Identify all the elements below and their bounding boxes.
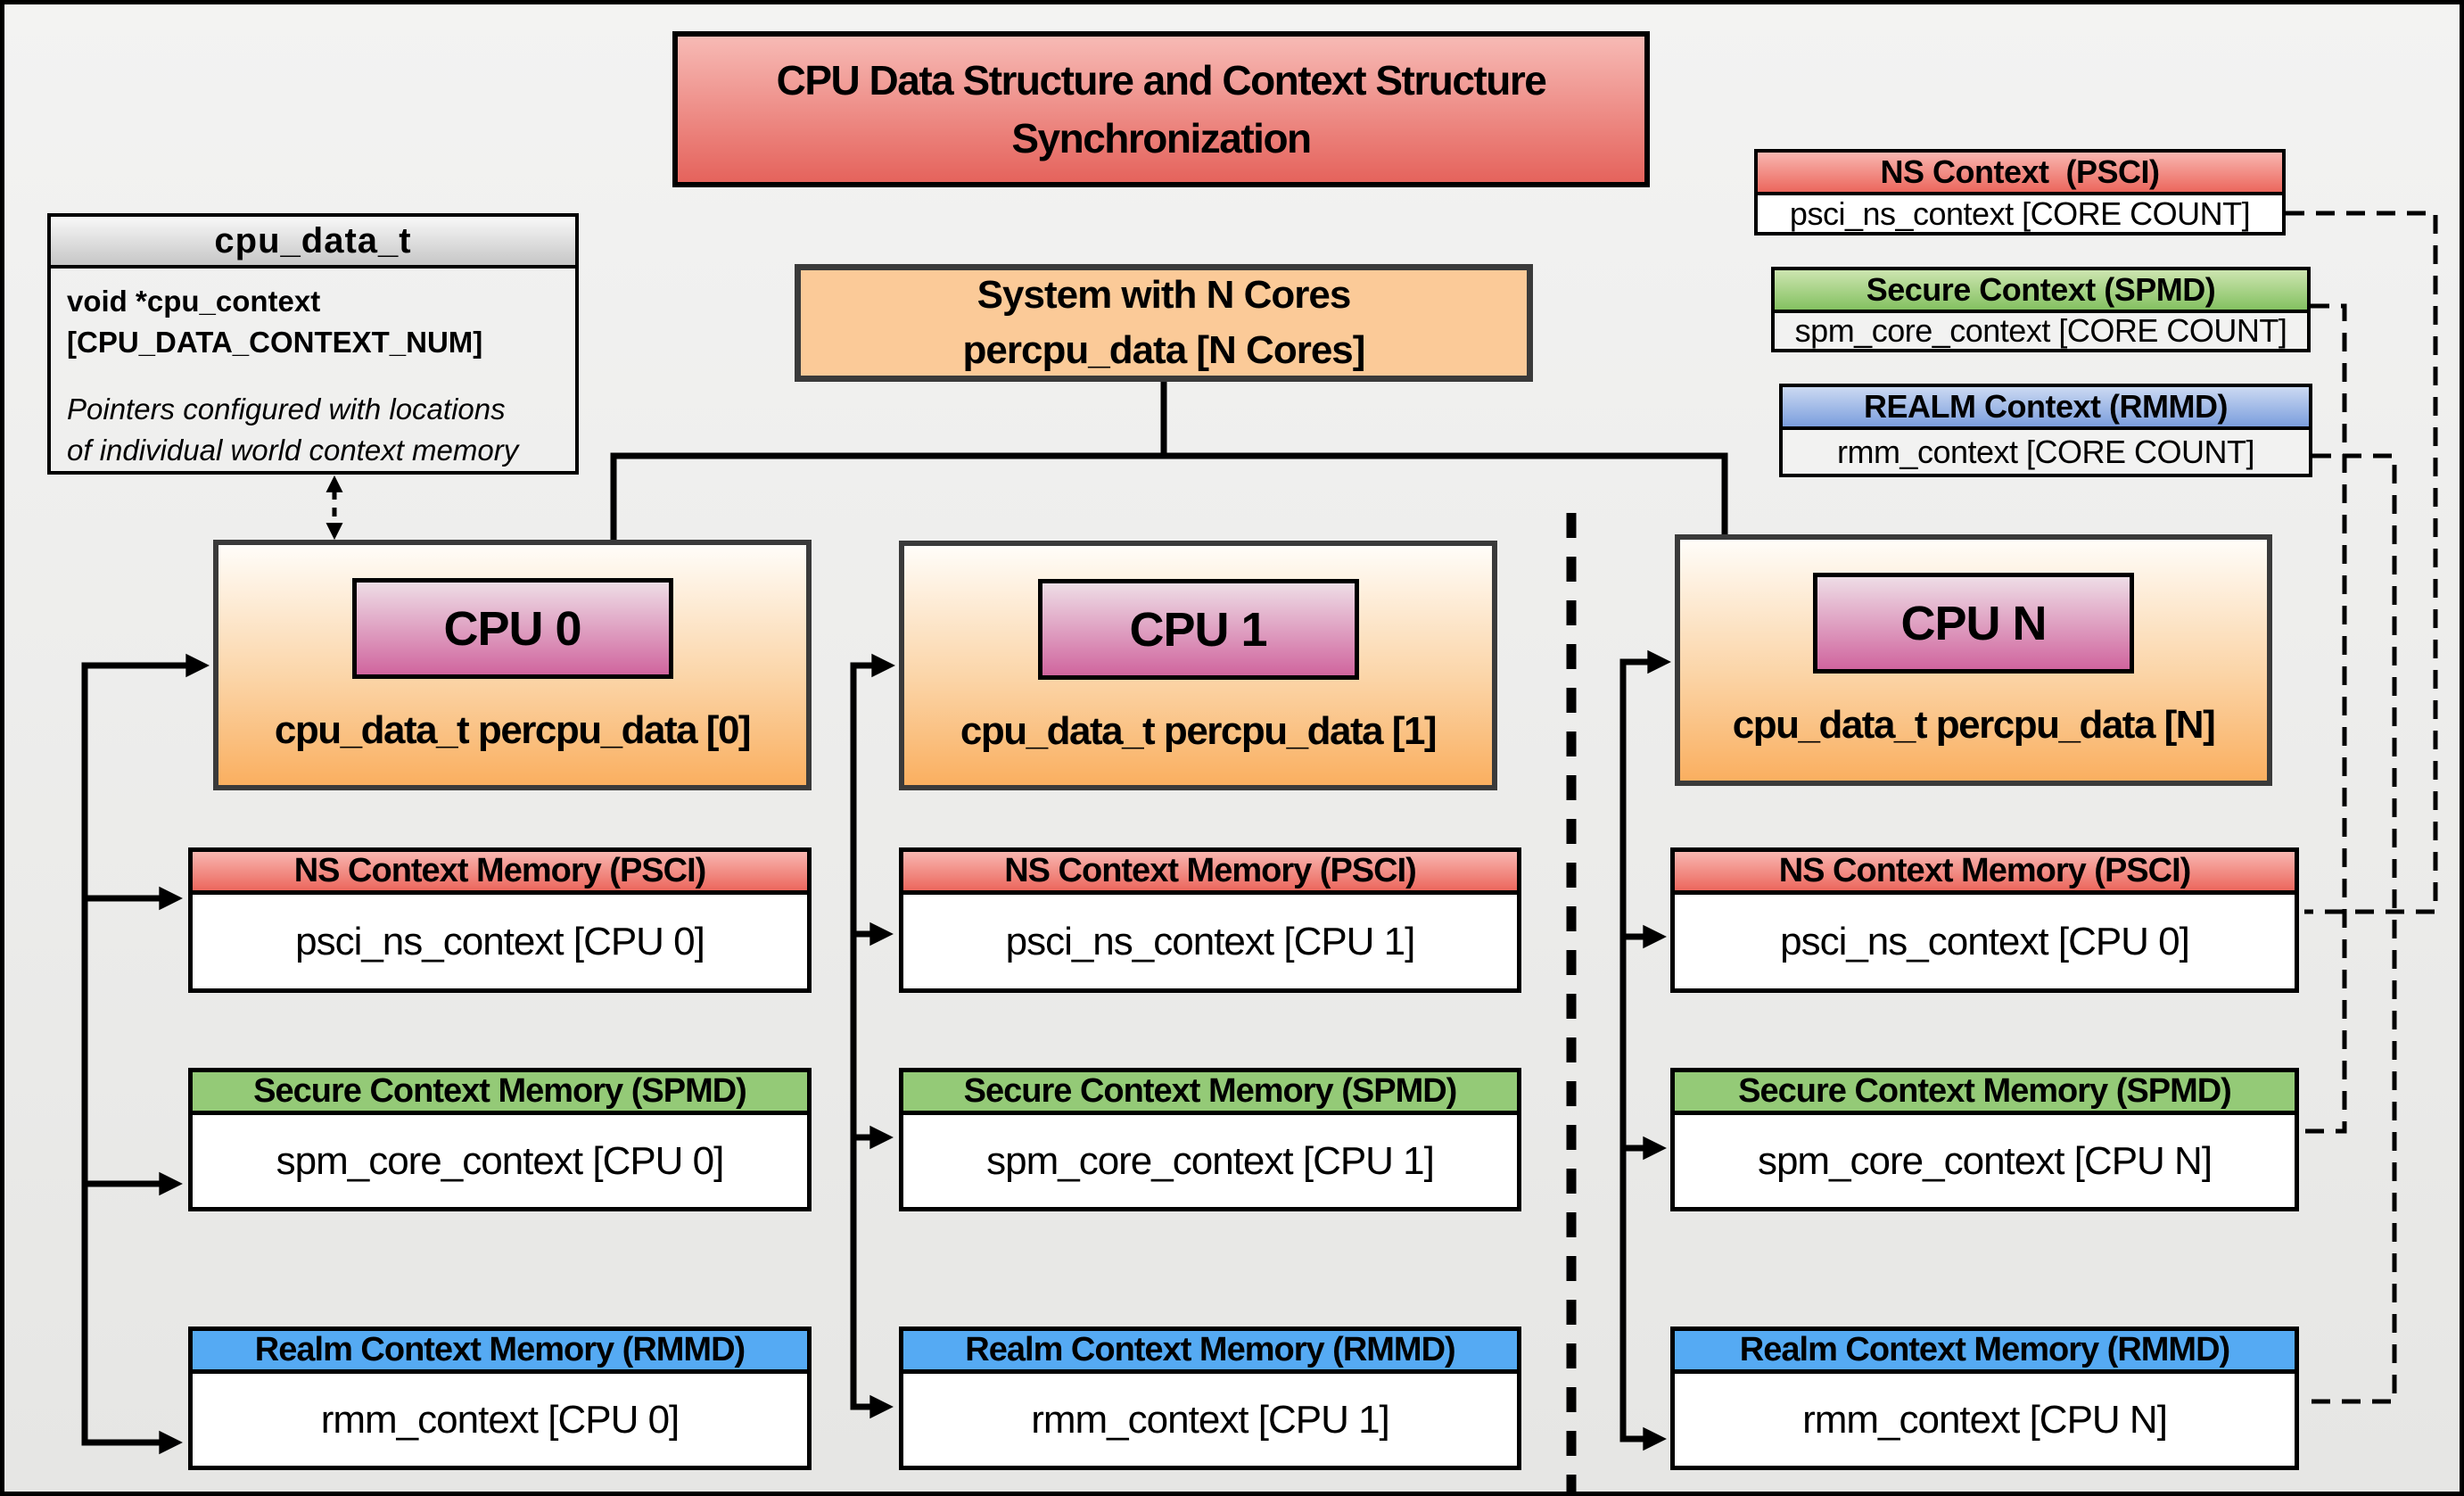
secure-legend-dashed-link [2304, 303, 2347, 1134]
cpun-ns-context-memory-header: NS Context Memory (PSCI) [1675, 852, 2295, 895]
cpu-data-struct-field-line1: void *cpu_context [67, 285, 321, 318]
cpu0-realm-context-memory-header: Realm Context Memory (RMMD) [193, 1331, 807, 1374]
system-box-line1: System with N Cores [977, 272, 1352, 317]
cpun-secure-context-memory-header: Secure Context Memory (SPMD) [1675, 1072, 2295, 1115]
cpun-ns-context-memory-box: NS Context Memory (PSCI) psci_ns_context… [1670, 847, 2299, 993]
cpu1-realm-context-memory-value: rmm_context [CPU 1] [1031, 1397, 1390, 1442]
cpu-data-struct-note-line2: of individual world context memory [67, 433, 519, 467]
ns-context-legend-box: NS Context (PSCI) psci_ns_context [CORE … [1754, 149, 2286, 236]
connector-layer [81, 211, 2438, 1492]
cpu0-ns-context-memory-box: NS Context Memory (PSCI) psci_ns_context… [188, 847, 812, 993]
realm-context-legend-value: rmm_context [CORE COUNT] [1783, 430, 2309, 474]
cpun-data-label: cpu_data_t percpu_data [N] [1732, 703, 2216, 747]
realm-context-legend-header: REALM Context (RMMD) [1783, 387, 2309, 430]
ns-legend-dashed-link [2286, 211, 2438, 914]
cpu1-ns-context-memory-value: psci_ns_context [CPU 1] [1005, 919, 1416, 963]
cpun-secure-context-memory-value: spm_core_context [CPU N] [1757, 1138, 2213, 1183]
cpu1-chip-label: CPU 1 [1037, 579, 1359, 680]
diagram-title-line1: CPU Data Structure and Context Structure [776, 57, 1547, 104]
cpu0-realm-context-memory-value: rmm_context [CPU 0] [320, 1397, 680, 1442]
cpu0-ns-context-memory-header: NS Context Memory (PSCI) [193, 852, 807, 895]
secure-context-legend-header: Secure Context (SPMD) [1775, 270, 2307, 313]
cpun-box: CPU N cpu_data_t percpu_data [N] [1675, 534, 2272, 786]
cpu1-box: CPU 1 cpu_data_t percpu_data [1] [899, 541, 1497, 790]
cpu-data-struct-body: void *cpu_context [CPU_DATA_CONTEXT_NUM]… [51, 269, 575, 470]
realm-context-legend-box: REALM Context (RMMD) rmm_context [CORE C… [1779, 384, 2312, 477]
cpu0-box: CPU 0 cpu_data_t percpu_data [0] [213, 540, 812, 790]
cpu0-ns-context-memory-value: psci_ns_context [CPU 0] [295, 919, 705, 963]
cpun-secure-context-memory-box: Secure Context Memory (SPMD) spm_core_co… [1670, 1068, 2299, 1211]
cpu1-secure-context-memory-header: Secure Context Memory (SPMD) [903, 1072, 1517, 1115]
cpu-data-struct-field-line2: [CPU_DATA_CONTEXT_NUM] [67, 325, 483, 359]
cpu-data-struct-header: cpu_data_t [51, 217, 575, 269]
cpu1-ns-context-memory-header: NS Context Memory (PSCI) [903, 852, 1517, 895]
system-box-line2: percpu_data [N Cores] [962, 328, 1366, 372]
cpu-data-struct-note-line1: Pointers configured with locations [67, 393, 506, 426]
cpun-chip-label: CPU N [1813, 573, 2134, 674]
diagram-title-line2: Synchronization [1011, 114, 1312, 161]
cpu1-realm-context-memory-box: Realm Context Memory (RMMD) rmm_context … [899, 1327, 1521, 1470]
cpu0-data-label: cpu_data_t percpu_data [0] [274, 708, 752, 752]
cpu0-secure-context-memory-value: spm_core_context [CPU 0] [276, 1138, 725, 1183]
realm-legend-dashed-link [2304, 453, 2397, 1404]
cpu-data-struct-box: cpu_data_t void *cpu_context [CPU_DATA_C… [47, 213, 579, 475]
ns-context-legend-value: psci_ns_context [CORE COUNT] [1758, 195, 2282, 232]
cpun-realm-context-memory-box: Realm Context Memory (RMMD) rmm_context … [1670, 1327, 2299, 1470]
cpu1-secure-context-memory-value: spm_core_context [CPU 1] [986, 1138, 1435, 1183]
cpu1-secure-context-memory-box: Secure Context Memory (SPMD) spm_core_co… [899, 1068, 1521, 1211]
cpu-data-struct-note: Pointers configured with locations of in… [67, 389, 559, 470]
ns-context-legend-header: NS Context (PSCI) [1758, 153, 2282, 195]
cpu1-data-label: cpu_data_t percpu_data [1] [960, 709, 1438, 753]
system-box: System with N Cores percpu_data [N Cores… [795, 264, 1533, 382]
secure-context-legend-value: spm_core_context [CORE COUNT] [1775, 312, 2307, 349]
diagram-title: CPU Data Structure and Context Structure… [672, 31, 1650, 187]
cpu0-secure-context-memory-header: Secure Context Memory (SPMD) [193, 1072, 807, 1115]
cpun-realm-context-memory-header: Realm Context Memory (RMMD) [1675, 1331, 2295, 1374]
cpu1-ns-context-memory-box: NS Context Memory (PSCI) psci_ns_context… [899, 847, 1521, 993]
cpu1-realm-context-memory-header: Realm Context Memory (RMMD) [903, 1331, 1517, 1374]
cpu0-chip-label: CPU 0 [351, 578, 673, 679]
cpun-realm-context-memory-value: rmm_context [CPU N] [1802, 1397, 2168, 1442]
secure-context-legend-box: Secure Context (SPMD) spm_core_context [… [1771, 267, 2311, 352]
cpun-ns-context-memory-value: psci_ns_context [CPU 0] [1780, 919, 2190, 963]
cpu0-secure-context-memory-box: Secure Context Memory (SPMD) spm_core_co… [188, 1068, 812, 1211]
cpu0-realm-context-memory-box: Realm Context Memory (RMMD) rmm_context … [188, 1327, 812, 1470]
